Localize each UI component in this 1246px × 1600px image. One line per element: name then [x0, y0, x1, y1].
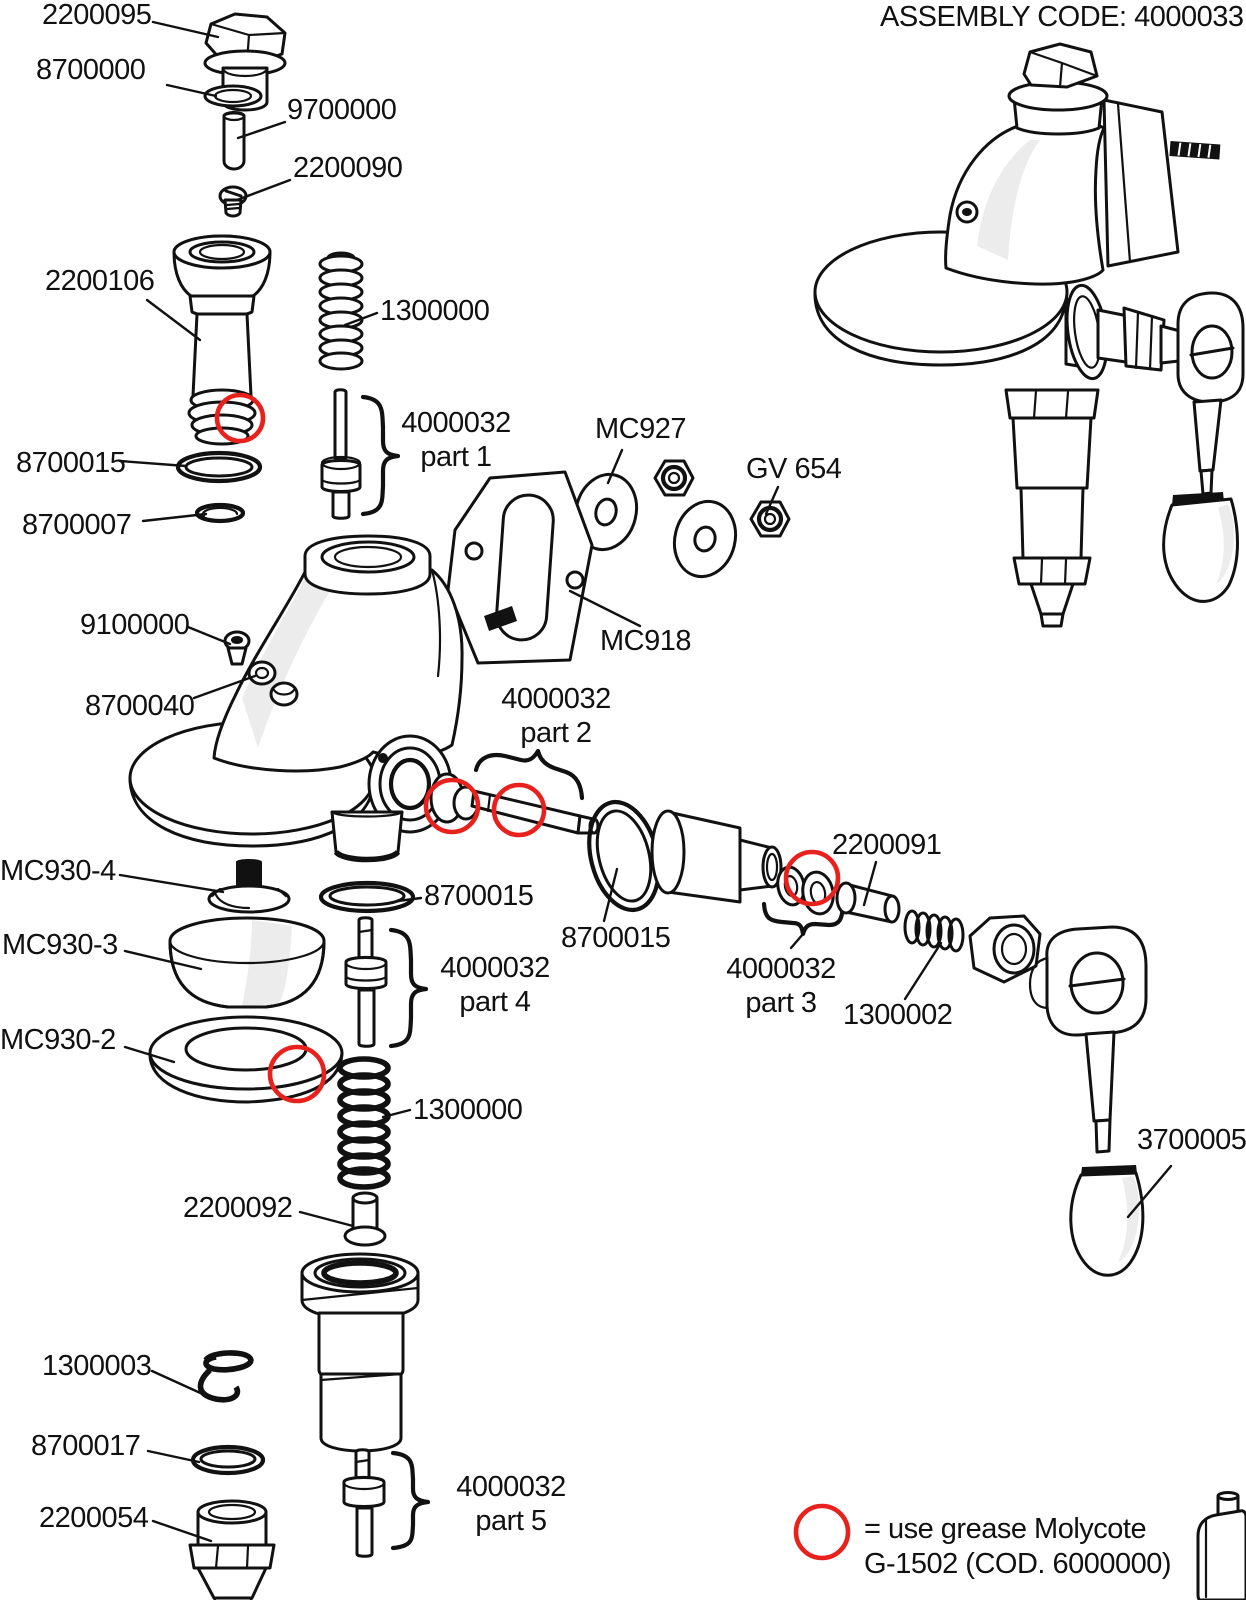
label-4000032-part3-code: 4000032 [726, 953, 836, 985]
label-4000032-part1: 4000032 part 1 [400, 406, 512, 474]
label-2200092: 2200092 [183, 1192, 293, 1224]
label-8700015-mid-left: 8700015 [424, 880, 534, 912]
legend-line2: G-1502 (COD. 6000000) [864, 1548, 1172, 1580]
label-mc930-3: MC930-3 [2, 929, 118, 961]
oring-sleeve-drawing [175, 450, 263, 484]
leader-lines [118, 20, 1173, 1543]
label-mc930-2: MC930-2 [0, 1024, 116, 1056]
washer-mc927-drawing [573, 472, 738, 579]
piston-sleeve-drawing [172, 234, 272, 446]
label-3700005: 3700005 [1137, 1124, 1246, 1156]
rings-part3-drawing [776, 865, 835, 916]
screw-9100000-drawing [223, 630, 251, 666]
plate-mc918-drawing [446, 470, 594, 665]
valve-part1-drawing [320, 388, 362, 520]
handle-drawing [1069, 1165, 1145, 1277]
valve-part4-drawing [344, 916, 388, 1048]
grease-mark-circles [214, 392, 851, 1561]
lever-fork-drawing [1028, 925, 1148, 1154]
label-8700007: 8700007 [22, 509, 132, 541]
label-4000032-part3-sub: part 3 [745, 987, 817, 1019]
spring-upper-drawing [318, 251, 364, 371]
nut-gv654-drawing [653, 459, 791, 538]
label-1300002: 1300002 [843, 999, 953, 1031]
bush-2200092-drawing [343, 1191, 387, 1247]
spout-2200054-drawing [188, 1499, 276, 1600]
brace-part2 [473, 748, 585, 801]
valve-part5-drawing [342, 1448, 386, 1558]
grease-bottle-icon [1196, 1491, 1246, 1600]
brace-part1 [360, 394, 401, 517]
label-2200054: 2200054 [39, 1502, 149, 1534]
label-mc927: MC927 [595, 413, 687, 445]
disc-mc930-4-drawing [207, 859, 291, 914]
group-body-drawing [128, 534, 464, 863]
label-2200090: 2200090 [293, 152, 403, 184]
piston-body-drawing [300, 1252, 420, 1453]
label-9700000: 9700000 [287, 94, 397, 126]
label-8700015-mid: 8700015 [561, 922, 671, 954]
ring-mc930-2-drawing [148, 1015, 344, 1104]
shaft-part2-drawing [429, 772, 600, 835]
label-8700015-upper: 8700015 [16, 447, 126, 479]
cap-nut-drawing [203, 12, 287, 112]
label-2200106: 2200106 [45, 265, 155, 297]
oring-8700017-drawing [190, 1444, 266, 1476]
valve-body-drawing [650, 809, 783, 904]
label-8700040: 8700040 [85, 690, 195, 722]
label-gv654: GV 654 [746, 453, 842, 485]
label-4000032-part5-sub: part 5 [475, 1505, 547, 1537]
label-4000032-part2: 4000032 part 2 [498, 682, 614, 750]
label-mc930-4: MC930-4 [0, 855, 116, 887]
label-2200095: 2200095 [42, 0, 152, 31]
hex-nut-drawing [968, 914, 1042, 984]
label-4000032-part5: 4000032 part 5 [452, 1470, 570, 1538]
label-9100000: 9100000 [80, 609, 190, 641]
label-4000032-part2-sub: part 2 [520, 717, 592, 749]
label-4000032-part5-code: 4000032 [456, 1471, 566, 1503]
gasket-top-drawing [203, 84, 263, 108]
tube-drawing [222, 110, 246, 171]
label-4000032-part4: 4000032 part 4 [437, 951, 553, 1019]
label-4000032-part2-code: 4000032 [501, 683, 611, 715]
label-1300000-lower: 1300000 [413, 1094, 523, 1126]
spring-lower-drawing [337, 1056, 391, 1190]
pin-2200091-drawing [835, 881, 901, 924]
label-8700017: 8700017 [31, 1430, 141, 1462]
label-2200091: 2200091 [832, 829, 942, 861]
label-1300000-upper: 1300000 [380, 295, 490, 327]
oring-mid-left-drawing [318, 880, 416, 914]
label-4000032-part3: 4000032 part 3 [722, 952, 840, 1020]
label-1300003: 1300003 [42, 1350, 152, 1382]
spring-1300002-drawing [903, 909, 965, 953]
cup-mc930-3-drawing [168, 916, 326, 1009]
assembly-code: ASSEMBLY CODE: 4000033 [880, 1, 1244, 33]
brace-part5 [390, 1450, 431, 1551]
label-4000032-part4-sub: part 4 [459, 986, 531, 1018]
label-4000032-part1-code: 4000032 [401, 407, 511, 439]
grub-screw-drawing [218, 185, 248, 218]
label-4000032-part1-sub: part 1 [420, 441, 492, 473]
legend-text: = use grease Molycote G-1502 (COD. 60000… [864, 1512, 1172, 1582]
label-4000032-part4-code: 4000032 [440, 952, 550, 984]
clip-1300003-drawing [197, 1350, 254, 1403]
legend-line1: = use grease Molycote [864, 1513, 1147, 1545]
legend-grease-circle [793, 1503, 851, 1561]
snap-ring-drawing [194, 502, 246, 524]
washer-8700040-drawing [247, 660, 299, 707]
brace-part4 [388, 927, 429, 1049]
label-8700000: 8700000 [36, 54, 146, 86]
label-mc918: MC918 [600, 625, 692, 657]
assembled-unit-drawing [813, 42, 1245, 628]
